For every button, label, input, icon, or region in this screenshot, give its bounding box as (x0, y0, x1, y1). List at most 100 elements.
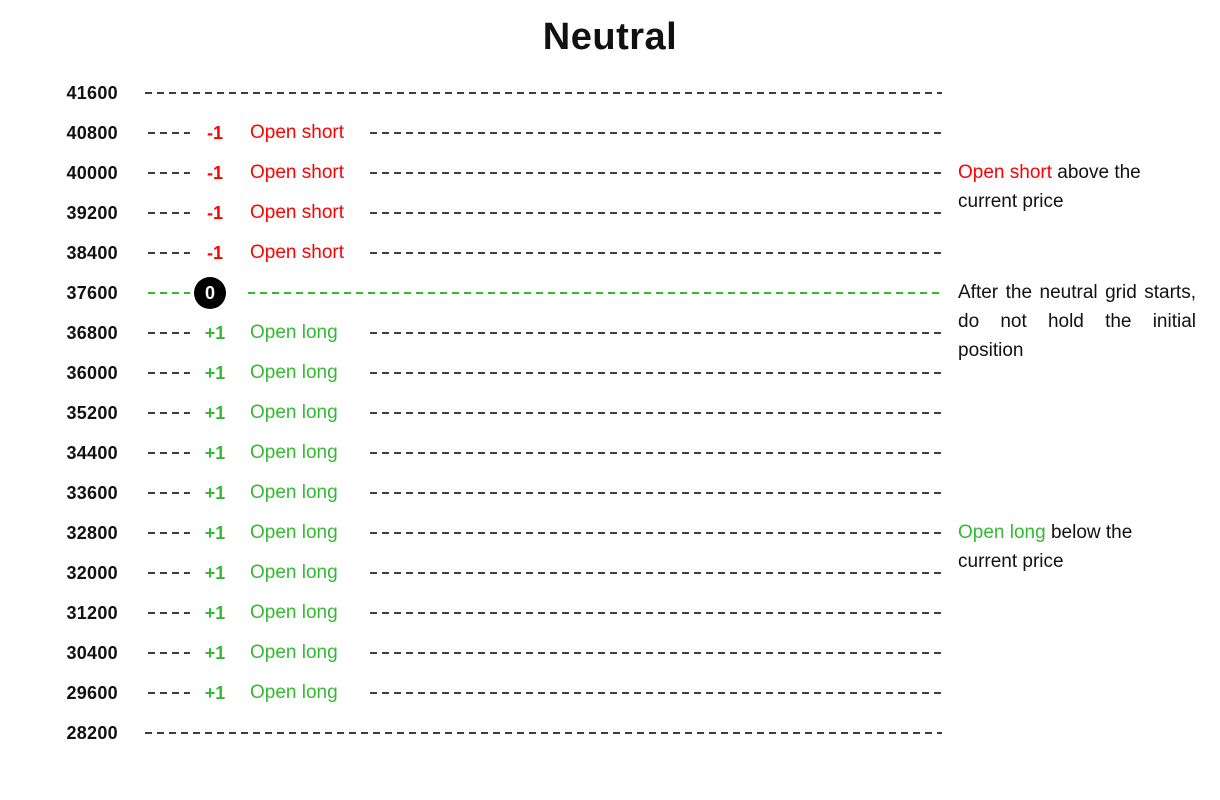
signal-label: +1 (204, 483, 226, 503)
annotation-open-short-highlight: Open short (958, 162, 1052, 183)
grid-line (145, 92, 942, 94)
price-label: 39200 (66, 203, 118, 223)
annotation-no-initial-position-text: After the neutral grid starts, do not ho… (958, 282, 1196, 361)
stub-line (148, 452, 190, 454)
grid-row-41600: 41600 (0, 73, 1220, 113)
signal-label: +1 (204, 563, 226, 583)
stub-line (148, 252, 190, 254)
grid-line (370, 132, 942, 134)
stub-line (148, 492, 190, 494)
annotation-open-long-highlight: Open long (958, 522, 1046, 543)
action-label: Open long (250, 602, 338, 623)
signal-label: +1 (204, 403, 226, 423)
action-label: Open short (250, 242, 344, 263)
price-label: 36800 (66, 323, 118, 343)
action-label: Open long (250, 562, 338, 583)
signal-label: -1 (206, 203, 223, 223)
action-label: Open long (250, 442, 338, 463)
price-label: 33600 (66, 483, 118, 503)
price-label: 36000 (66, 363, 118, 383)
grid-row-34400: 34400 +1 Open long (0, 433, 1220, 473)
signal-label: +1 (204, 443, 226, 463)
signal-label: +1 (204, 363, 226, 383)
stub-line (148, 172, 190, 174)
action-label: Open long (250, 322, 338, 343)
grid-row-36000: 36000 +1 Open long (0, 353, 1220, 393)
signal-label: +1 (204, 643, 226, 663)
price-label: 37600 (66, 283, 118, 303)
grid-row-28200: 28200 (0, 713, 1220, 753)
price-label: 31200 (66, 603, 118, 623)
grid-line (370, 452, 942, 454)
grid-line (145, 732, 942, 734)
stub-line (148, 612, 190, 614)
signal-label: -1 (206, 123, 223, 143)
action-label: Open short (250, 202, 344, 223)
price-label: 35200 (66, 403, 118, 423)
annotation-open-long-rest: below the current price (958, 522, 1133, 572)
action-label: Open long (250, 482, 338, 503)
stub-line (148, 292, 190, 294)
signal-label: +1 (204, 603, 226, 623)
grid-line (370, 692, 942, 694)
annotation-no-initial-position: After the neutral grid starts, do not ho… (958, 278, 1196, 365)
price-label: 28200 (66, 723, 118, 743)
grid-row-37600: 37600 0 (0, 273, 1220, 313)
action-label: Open short (250, 162, 344, 183)
diagram-title: Neutral (542, 16, 678, 58)
grid-row-33600: 33600 +1 Open long (0, 473, 1220, 513)
stub-line (148, 652, 190, 654)
stub-line (148, 692, 190, 694)
stub-line (148, 532, 190, 534)
stub-line (148, 572, 190, 574)
price-label: 30400 (66, 643, 118, 663)
signal-label: -1 (206, 243, 223, 263)
current-price-zero-marker: 0 (194, 277, 226, 309)
grid-row-30400: 30400 +1 Open long (0, 633, 1220, 673)
grid-row-35200: 35200 +1 Open long (0, 393, 1220, 433)
grid-row-31200: 31200 +1 Open long (0, 593, 1220, 633)
grid-line (370, 332, 942, 334)
price-label: 32000 (66, 563, 118, 583)
grid-line (370, 492, 942, 494)
grid-row-32800: 32800 +1 Open long (0, 513, 1220, 553)
grid-row-38400: 38400 -1 Open short (0, 233, 1220, 273)
price-label: 41600 (66, 83, 118, 103)
action-label: Open long (250, 682, 338, 703)
grid-line (370, 372, 942, 374)
signal-label: +1 (204, 523, 226, 543)
signal-label: +1 (204, 323, 226, 343)
grid-row-29600: 29600 +1 Open long (0, 673, 1220, 713)
grid-line-current (248, 292, 942, 294)
annotation-open-short-rest: above the current price (958, 162, 1141, 212)
annotation-open-short-above: Open short above the current price (958, 158, 1196, 216)
price-label: 32800 (66, 523, 118, 543)
grid-row-39200: 39200 -1 Open short (0, 193, 1220, 233)
action-label: Open long (250, 642, 338, 663)
price-label: 34400 (66, 443, 118, 463)
price-label: 38400 (66, 243, 118, 263)
annotation-open-long-below: Open long below the current price (958, 518, 1196, 576)
stub-line (148, 412, 190, 414)
action-label: Open long (250, 402, 338, 423)
grid-line (370, 412, 942, 414)
grid-line (370, 612, 942, 614)
signal-label: -1 (206, 163, 223, 183)
grid-line (370, 572, 942, 574)
grid-row-32000: 32000 +1 Open long (0, 553, 1220, 593)
signal-label: +1 (204, 683, 226, 703)
grid-line (370, 652, 942, 654)
action-label: Open long (250, 522, 338, 543)
price-label: 29600 (66, 683, 118, 703)
stub-line (148, 372, 190, 374)
stub-line (148, 332, 190, 334)
grid-line (370, 212, 942, 214)
price-label: 40800 (66, 123, 118, 143)
grid-line (370, 172, 942, 174)
price-label: 40000 (66, 163, 118, 183)
action-label: Open long (250, 362, 338, 383)
grid-row-40000: 40000 -1 Open short (0, 153, 1220, 193)
grid-line (370, 532, 942, 534)
stub-line (148, 132, 190, 134)
